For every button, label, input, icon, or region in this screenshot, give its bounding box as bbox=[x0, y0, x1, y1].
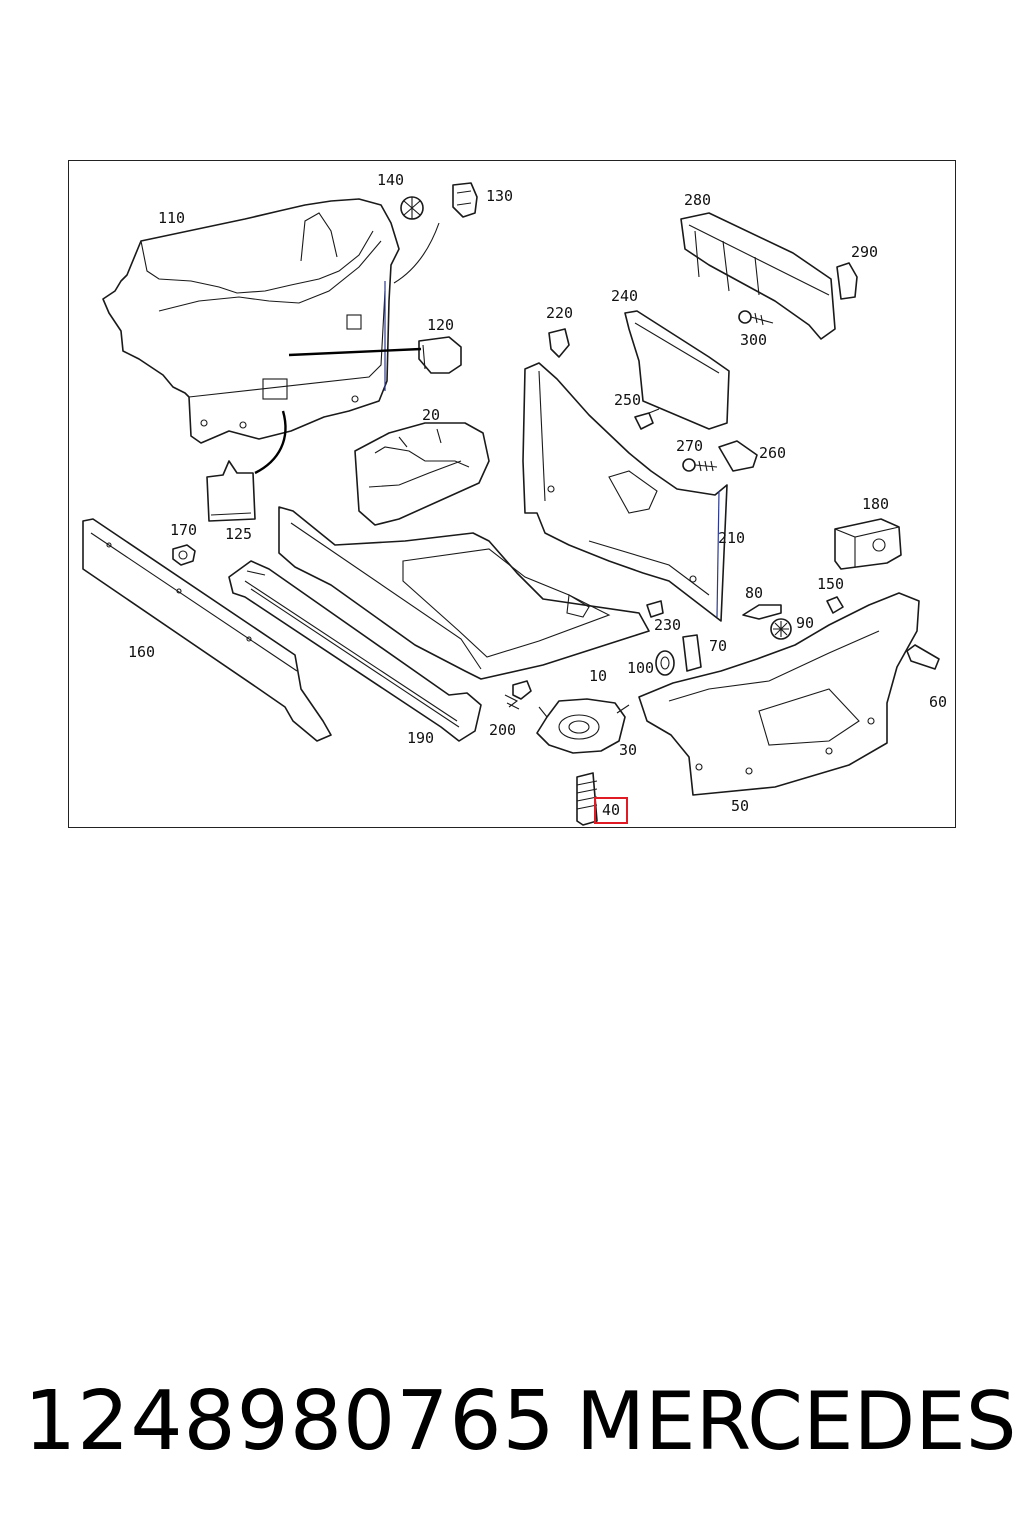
callout-80: 80 bbox=[745, 584, 764, 602]
part-110-trim-panel bbox=[102, 198, 400, 444]
callout-100: 100 bbox=[627, 659, 655, 677]
callout-130: 130 bbox=[486, 187, 514, 205]
leader-line-120 bbox=[288, 347, 422, 357]
callout-300: 300 bbox=[740, 331, 768, 349]
footer: 1248980765 MERCEDES bbox=[0, 1372, 1024, 1472]
callout-160: 160 bbox=[128, 643, 156, 661]
part-180-module bbox=[834, 518, 902, 570]
part-260-clip bbox=[718, 440, 758, 472]
part-270-screw bbox=[682, 458, 718, 472]
callout-260: 260 bbox=[759, 444, 787, 462]
callout-110: 110 bbox=[158, 209, 186, 227]
part-220-clip bbox=[548, 328, 570, 358]
callout-280: 280 bbox=[684, 191, 712, 209]
callout-50: 50 bbox=[731, 797, 750, 815]
part-70-block bbox=[682, 634, 702, 672]
part-200-screw bbox=[504, 680, 532, 710]
callout-170: 170 bbox=[170, 521, 198, 539]
part-160-cross-bar bbox=[82, 518, 332, 742]
part-10-floor-panel bbox=[278, 506, 650, 680]
part-230-pin bbox=[646, 600, 664, 618]
part-100-washer bbox=[655, 650, 675, 676]
brand-name: MERCEDES bbox=[576, 1375, 1017, 1468]
parts-diagram-frame: 140 130 110 280 290 120 220 240 300 20 2… bbox=[68, 160, 956, 828]
part-80-clip bbox=[742, 604, 782, 620]
leader-line-140 bbox=[393, 222, 440, 284]
part-120-cover bbox=[418, 336, 462, 374]
callout-120: 120 bbox=[427, 316, 455, 334]
part-170-nut bbox=[172, 544, 196, 566]
part-190-sill-profile bbox=[228, 560, 482, 742]
part-60-pin bbox=[906, 644, 940, 670]
callout-240: 240 bbox=[611, 287, 639, 305]
callout-180: 180 bbox=[862, 495, 890, 513]
part-130-bracket-clip bbox=[452, 182, 478, 218]
callout-230: 230 bbox=[654, 616, 682, 634]
part-30-wheel-holder bbox=[536, 698, 630, 754]
part-number: 1248980765 bbox=[24, 1374, 556, 1469]
callout-270: 270 bbox=[676, 437, 704, 455]
part-300-screw bbox=[738, 310, 774, 326]
exploded-parts-diagram bbox=[82, 182, 940, 826]
part-90-disc bbox=[770, 618, 792, 640]
callout-10: 10 bbox=[589, 667, 608, 685]
callout-20: 20 bbox=[422, 406, 441, 424]
callout-30: 30 bbox=[619, 741, 638, 759]
leader-line-125 bbox=[254, 410, 287, 475]
callout-40: 40 bbox=[602, 801, 621, 819]
callout-290: 290 bbox=[851, 243, 879, 261]
callout-150: 150 bbox=[817, 575, 845, 593]
part-280-rail bbox=[680, 212, 836, 340]
part-20-bracket bbox=[354, 422, 490, 526]
callout-140: 140 bbox=[377, 171, 405, 189]
part-250-push-pin bbox=[634, 408, 660, 430]
callout-210: 210 bbox=[718, 529, 746, 547]
callout-220: 220 bbox=[546, 304, 574, 322]
highlight-box bbox=[594, 797, 628, 824]
part-210-side-panel bbox=[522, 362, 728, 622]
callout-250: 250 bbox=[614, 391, 642, 409]
part-40-spring bbox=[576, 772, 598, 826]
callout-70: 70 bbox=[709, 637, 728, 655]
part-140-washer bbox=[400, 196, 424, 220]
part-150-nut bbox=[826, 596, 844, 614]
part-290-bracket bbox=[836, 262, 858, 300]
part-125-flap bbox=[206, 460, 256, 522]
part-50-side-panel bbox=[638, 592, 920, 796]
callout-60: 60 bbox=[929, 693, 948, 711]
callout-90: 90 bbox=[796, 614, 815, 632]
callout-200: 200 bbox=[489, 721, 517, 739]
callout-125: 125 bbox=[225, 525, 253, 543]
callout-190: 190 bbox=[407, 729, 435, 747]
part-240-panel bbox=[624, 310, 730, 430]
